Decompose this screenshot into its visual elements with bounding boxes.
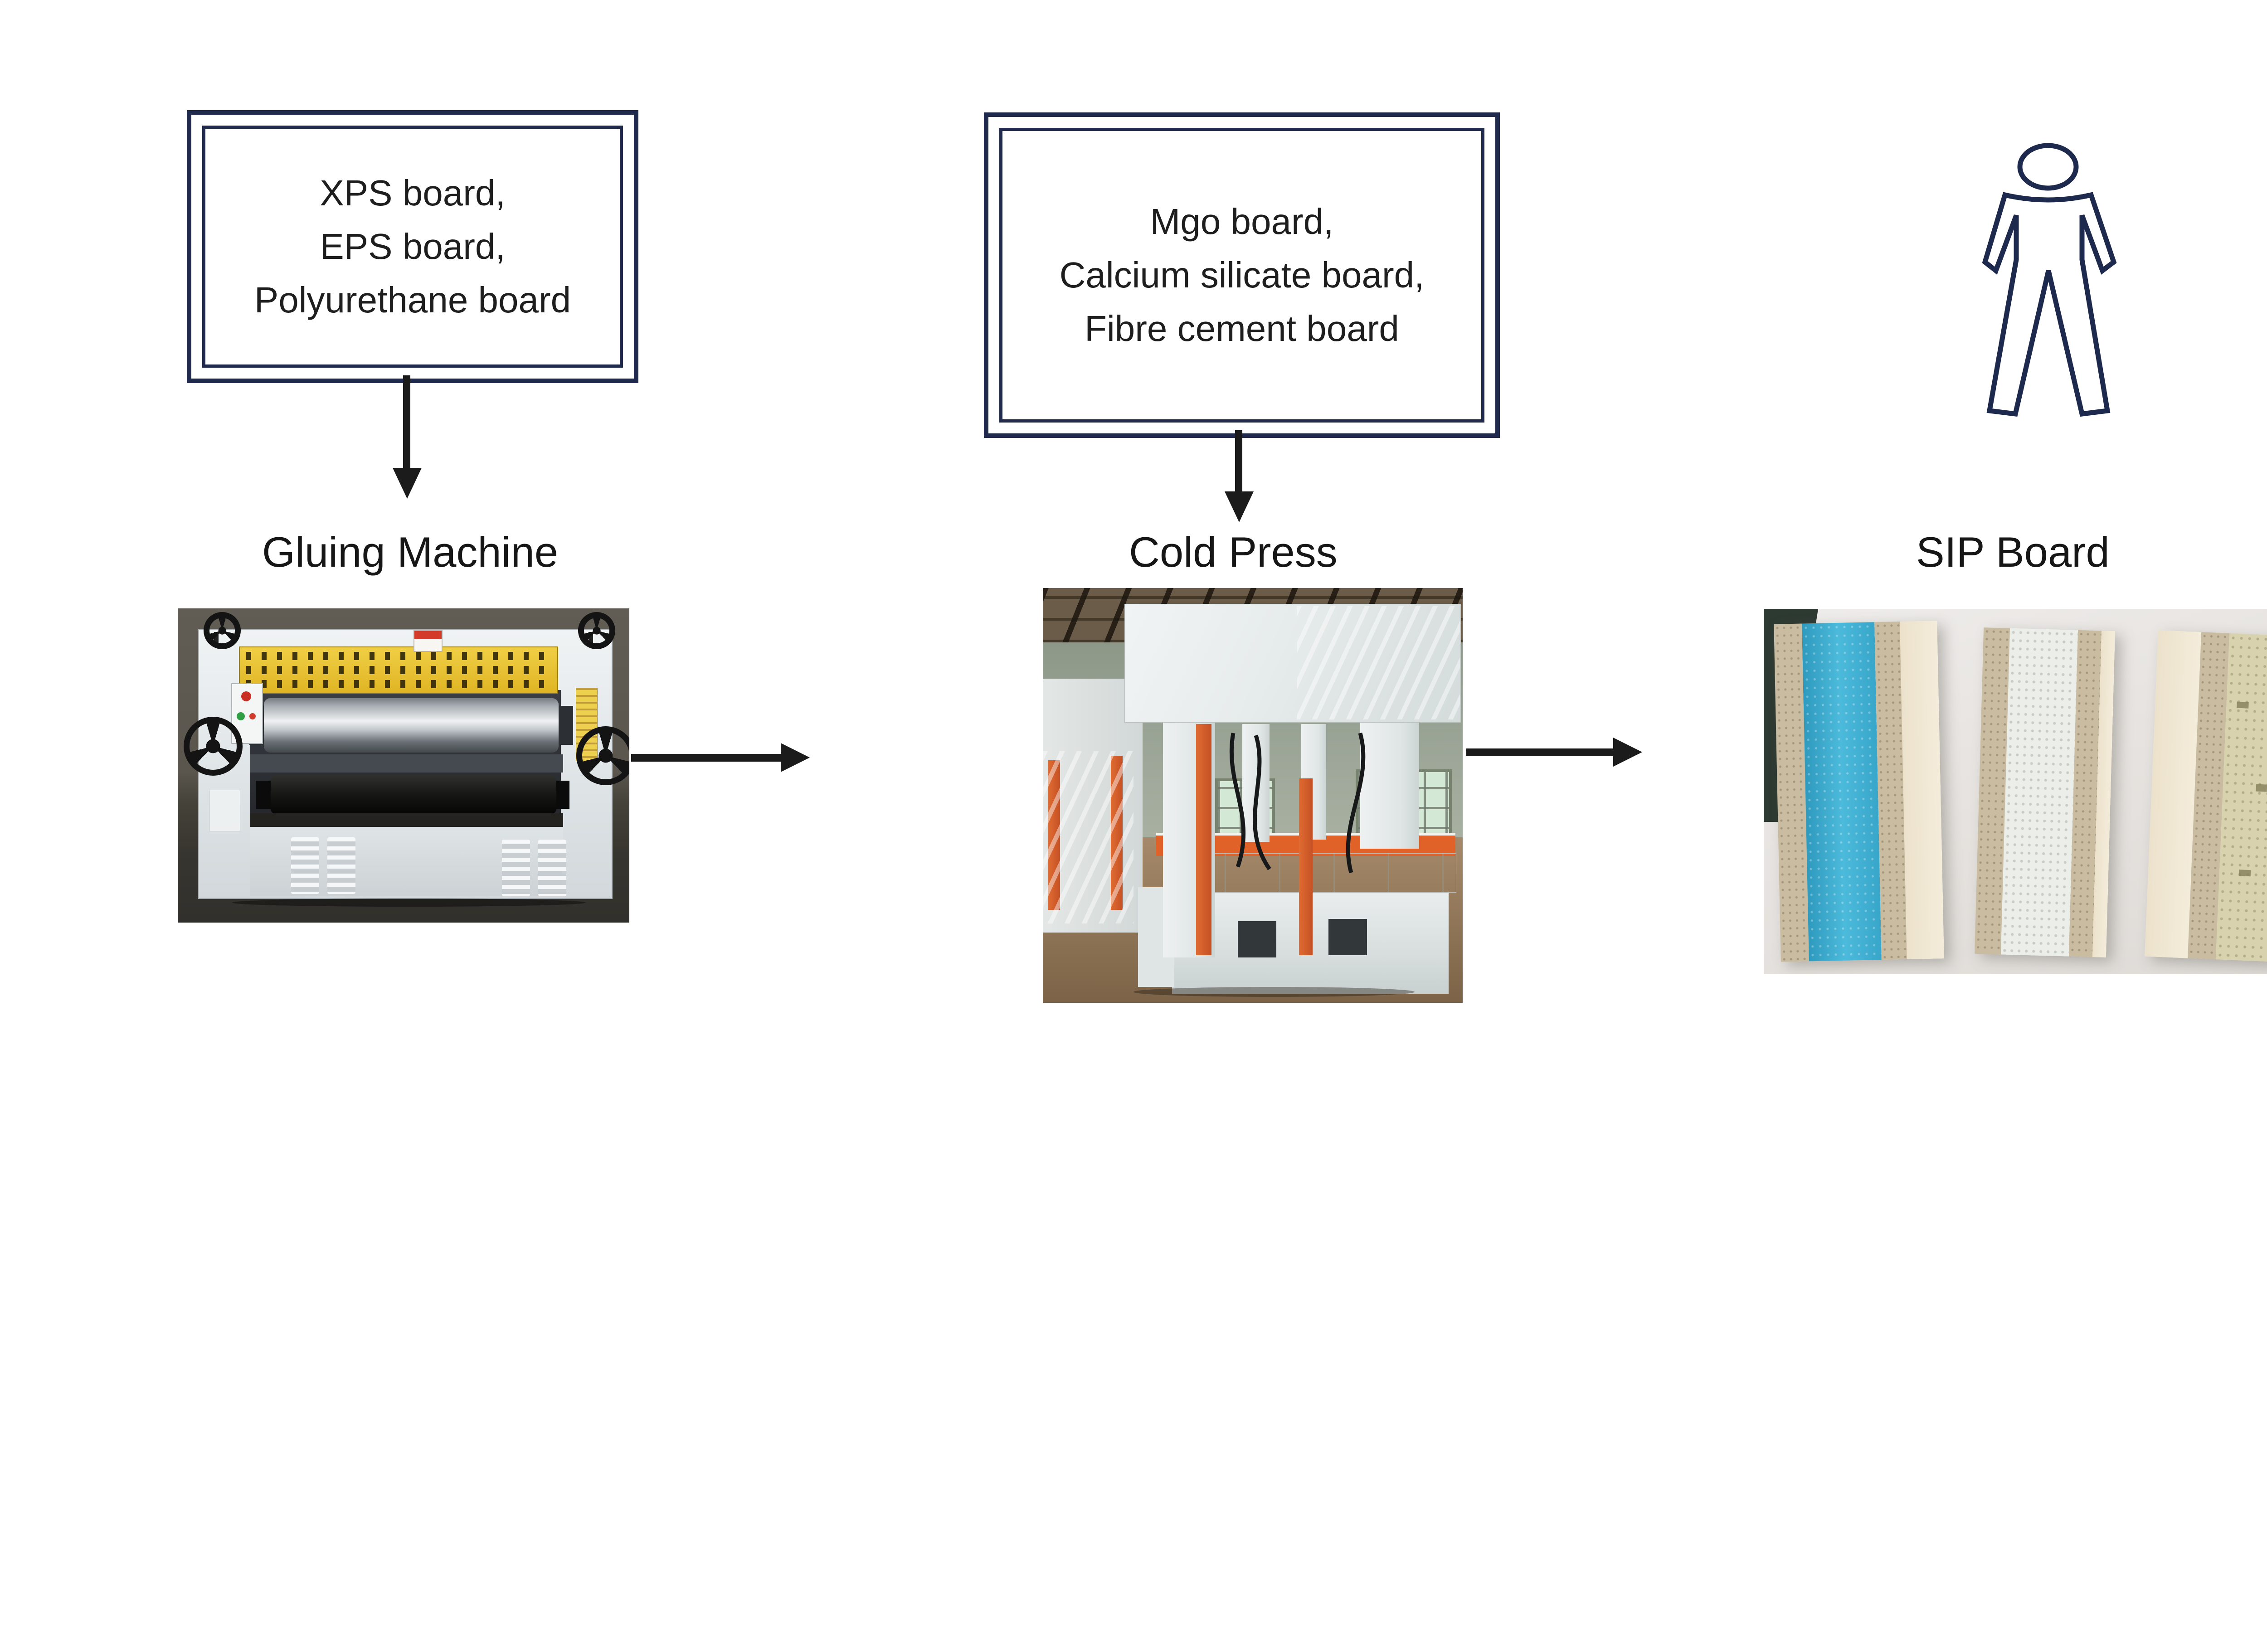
orange-guide-rail: [1299, 778, 1313, 955]
core-notch: [2256, 784, 2267, 792]
guard-slot-row: [246, 680, 551, 688]
sip-panel-polyurethane: [2145, 630, 2267, 963]
material-line: XPS board,: [320, 173, 506, 213]
yellow-safety-guard: [239, 646, 558, 694]
handwheel-top-left: [204, 612, 241, 649]
floor-shadow: [1134, 987, 1415, 997]
core-notch: [2237, 701, 2249, 709]
vent-grille: [502, 840, 530, 896]
arrow-shaft: [403, 375, 410, 468]
person-icon: [1982, 143, 2117, 417]
material-line: Mgo board,: [1150, 201, 1334, 242]
guard-slot-row: [246, 652, 551, 660]
material-line: EPS board,: [320, 226, 506, 267]
roller-hub: [256, 781, 272, 809]
input-box-foam-cores-inner-border: XPS board, EPS board, Polyurethane board: [202, 126, 623, 368]
glue-roller-chrome: [264, 698, 559, 753]
press-bed-platform: [1170, 853, 1456, 893]
sip-panel-eps-white: [1975, 627, 2115, 957]
input-box-foam-cores: XPS board, EPS board, Polyurethane board: [187, 110, 638, 383]
core-notch: [2238, 870, 2251, 877]
green-button: [237, 712, 245, 720]
stage-label-sip-board: SIP Board: [1916, 528, 2110, 576]
base-slot: [1238, 921, 1276, 957]
handwheel-top-right: [578, 612, 615, 649]
roller-end-cap: [558, 706, 573, 745]
input-box-facing-boards: Mgo board, Calcium silicate board, Fibre…: [984, 112, 1500, 438]
arrow-shaft: [1466, 748, 1613, 756]
input-box-facing-boards-inner-border: Mgo board, Calcium silicate board, Fibre…: [999, 128, 1484, 423]
stage-label-cold-press: Cold Press: [1129, 528, 1338, 576]
arrow-shaft: [1235, 430, 1242, 492]
red-button: [241, 691, 251, 701]
base-slot: [1328, 919, 1367, 955]
floor-shadow: [232, 899, 586, 907]
handwheel-left: [184, 717, 243, 776]
cold-press-photo: [1043, 588, 1463, 1003]
arrow-head: [781, 743, 810, 772]
press-column-right: [1360, 722, 1419, 849]
white-sticker: [209, 790, 240, 831]
orange-guide-rail: [1196, 724, 1211, 955]
table-beam: [250, 754, 563, 773]
sip-board-photo: [1764, 609, 2267, 974]
plastic-wrap-sheen: [1297, 606, 1460, 719]
material-line: Calcium silicate board,: [1059, 255, 1425, 295]
hydraulic-hoses: [1229, 732, 1366, 874]
guard-slot-row: [246, 666, 551, 674]
plastic-wrap-sheen: [1043, 751, 1134, 923]
arrow-shaft: [631, 754, 781, 762]
orange-guide-rail: [1048, 760, 1060, 910]
material-line: Polyurethane board: [254, 280, 571, 320]
xps-core: [1802, 622, 1882, 962]
gluing-machine-photo: [178, 608, 629, 923]
vent-grille: [327, 837, 355, 894]
material-line: Fibre cement board: [1085, 308, 1399, 349]
warning-sticker: [414, 630, 443, 652]
rubber-roller-black: [271, 775, 556, 814]
shadow-band: [250, 813, 563, 827]
face-board: [1900, 621, 1944, 959]
eps-core: [2000, 628, 2078, 957]
orange-guide-rail: [1111, 756, 1123, 910]
vent-grille: [538, 840, 566, 896]
stage-label-gluing-machine: Gluing Machine: [262, 528, 559, 576]
red-pilot-lamp: [249, 713, 256, 719]
arrow-head: [1225, 491, 1254, 522]
vent-grille: [291, 837, 319, 894]
sip-panel-xps-blue: [1774, 621, 1944, 962]
arrow-head: [393, 468, 422, 499]
arrow-head: [1613, 738, 1642, 767]
press-top-beam: [1124, 604, 1461, 723]
